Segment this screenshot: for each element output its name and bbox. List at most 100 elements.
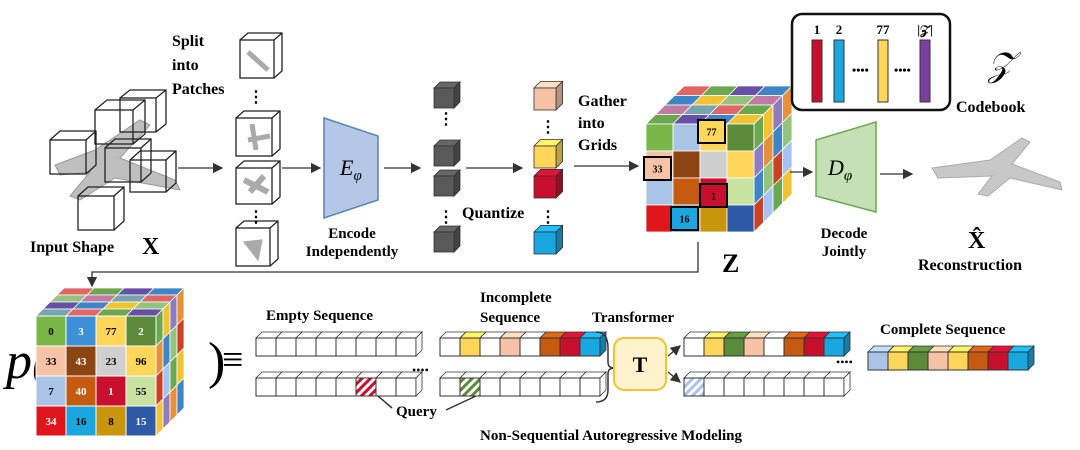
codebook-bar	[919, 39, 931, 103]
quantized-features	[533, 80, 564, 255]
z-label: Z	[722, 249, 739, 278]
seq-cell	[823, 377, 845, 397]
cube-front	[533, 175, 557, 199]
z-front-cell	[672, 177, 701, 206]
z-front-cell	[726, 177, 755, 206]
quantize-label: Quantize	[462, 205, 524, 222]
codebook-bar	[833, 39, 845, 103]
quantized-feature-0	[533, 80, 564, 111]
seq-cell	[499, 337, 521, 357]
grid-cell	[65, 405, 97, 437]
seq-cell	[439, 377, 461, 397]
seq-cell	[255, 337, 277, 357]
seq-cell	[927, 351, 949, 371]
seq-cell	[683, 377, 705, 397]
seq-cell-side	[843, 371, 851, 397]
grid-cell	[35, 315, 67, 347]
codebook-index: 77	[877, 22, 891, 37]
grid-cell-label: 23	[106, 356, 118, 368]
xhat-label: X̂	[968, 227, 986, 254]
grid-side-cell	[169, 384, 178, 423]
z-highlight-cell	[699, 183, 728, 208]
query-pointer-2	[445, 395, 477, 411]
seq-cell	[355, 377, 377, 397]
reconstruction-label: Reconstruction	[918, 257, 1022, 274]
gather-label-3: Grids	[578, 137, 617, 154]
seq-cell	[559, 377, 581, 397]
grid-cell-label: 43	[76, 356, 88, 368]
seq-cell	[887, 351, 909, 371]
input-shape	[49, 89, 181, 231]
connector-z-to-bottom	[86, 242, 699, 288]
z-front-cell	[672, 150, 701, 179]
encoder-block	[323, 116, 379, 220]
query-pointer-1	[377, 395, 393, 409]
seq-cell	[559, 337, 581, 357]
arrow-transformer-up	[667, 345, 681, 357]
seq-cell	[867, 351, 889, 371]
seq-cell-side	[599, 371, 607, 397]
seq-cell	[683, 337, 705, 357]
seq-cell	[539, 337, 561, 357]
z-front-cell	[672, 123, 701, 152]
grid-cell	[65, 315, 97, 347]
z-front-cell	[726, 123, 755, 152]
grid-cell-label: 3	[78, 326, 84, 338]
z-highlight-cell	[697, 119, 726, 144]
seq-cell	[763, 377, 785, 397]
seq-cell	[275, 337, 297, 357]
cube-front	[433, 231, 455, 253]
decode-label-2: Jointly	[822, 244, 867, 260]
codebook-label: Codebook	[956, 99, 1025, 116]
seq-cell-side	[843, 331, 851, 357]
empty-sequence-top	[255, 331, 423, 357]
gather-label-1: Gather	[578, 93, 627, 110]
seq-cell	[295, 377, 317, 397]
seq-cell	[743, 337, 765, 357]
seq-cell	[823, 337, 845, 357]
seq-cell	[375, 337, 397, 357]
seq-cell	[439, 337, 461, 357]
complete-sequence-label: Complete Sequence	[880, 322, 1006, 338]
encoded-features	[433, 81, 461, 253]
encoded-feature-0	[433, 81, 461, 109]
decoder-block	[815, 120, 877, 213]
codebook-box	[790, 12, 952, 112]
z-front-cell	[726, 150, 755, 179]
encode-label-2: Independently	[306, 244, 399, 260]
incomplete-sequence-label-2: Sequence	[480, 310, 540, 326]
output-sequence-bottom	[683, 371, 851, 397]
seq-cell	[803, 377, 825, 397]
seq-cell	[275, 377, 297, 397]
grid-cell-label: 1	[108, 386, 114, 398]
seq-cell	[315, 377, 337, 397]
codebook-index: 1	[814, 22, 821, 37]
quantized-feature-3	[533, 224, 564, 255]
seq-cell	[459, 377, 481, 397]
grid-cell-label: 40	[76, 386, 88, 398]
seq-cell	[723, 337, 745, 357]
input-var-label: X	[142, 234, 160, 260]
seq-cell-side	[415, 371, 423, 397]
seq-cell	[579, 377, 601, 397]
z-front-cell	[699, 150, 728, 179]
seq-cell	[539, 377, 561, 397]
reconstruction-shape	[931, 137, 1063, 197]
seq-cell	[947, 351, 969, 371]
grid-cell	[125, 315, 157, 347]
empty-sequence-bottom	[255, 371, 423, 397]
grid-cell-label: 33	[46, 356, 58, 368]
incomplete-sequence-label-1: Incomplete	[480, 290, 552, 306]
z-highlight-label: 77	[707, 128, 717, 139]
incomplete-sequence-top	[439, 331, 607, 357]
seq-cell	[355, 337, 377, 357]
grid-cell	[95, 315, 127, 347]
quant-dots-1: ⋮	[540, 119, 556, 136]
encoded-feature-2	[433, 169, 461, 197]
grid-cell-label: 0	[48, 326, 54, 338]
grid-cell-label: 15	[136, 416, 148, 428]
encode-label-1: Encode	[328, 226, 376, 242]
decoder-symbol: Dφ	[827, 155, 852, 184]
codebook-index: |𝒵|	[917, 22, 933, 38]
